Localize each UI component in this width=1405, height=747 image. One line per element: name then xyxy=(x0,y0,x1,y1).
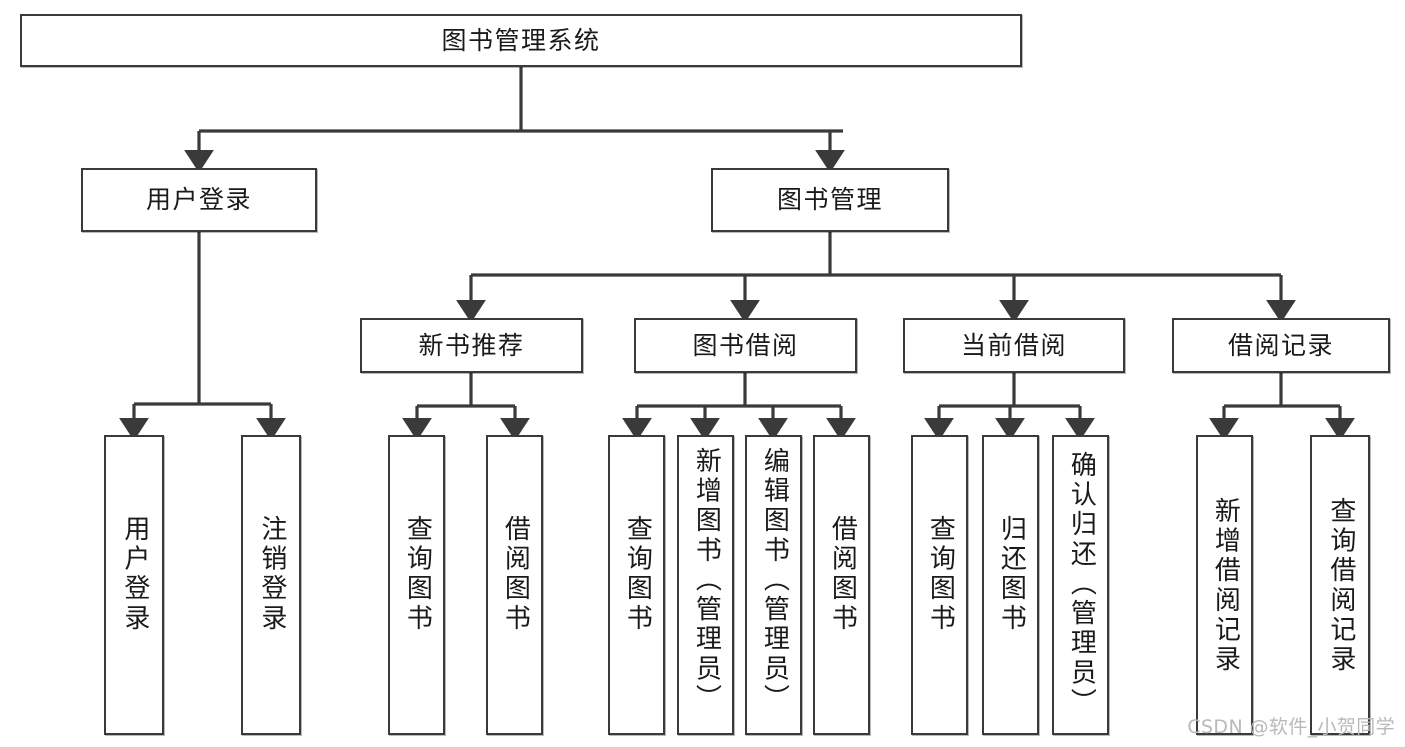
node-book-manage-label: 图书管理 xyxy=(776,185,883,214)
leaf-query-record-label: 查询借阅记录 xyxy=(1325,497,1356,675)
node-user-login[interactable]: 用户登录 xyxy=(81,168,317,232)
leaf-confirm-return-label: 确认归还（管理员） xyxy=(1066,451,1097,718)
node-borrow-record-label: 借阅记录 xyxy=(1227,330,1334,360)
leaf-query-book-3-label: 查询图书 xyxy=(925,515,956,634)
node-new-book-rec-label: 新书推荐 xyxy=(418,330,525,360)
leaf-query-book-1[interactable]: 查询图书 xyxy=(388,435,445,735)
leaf-query-record[interactable]: 查询借阅记录 xyxy=(1310,435,1370,735)
node-book-borrow[interactable]: 图书借阅 xyxy=(634,318,857,373)
leaf-user-login-label: 用户登录 xyxy=(119,515,150,634)
node-book-manage[interactable]: 图书管理 xyxy=(711,168,949,232)
leaf-query-book-1-label: 查询图书 xyxy=(402,515,433,634)
leaf-query-book-3[interactable]: 查询图书 xyxy=(911,435,968,735)
node-current-borrow-label: 当前借阅 xyxy=(960,330,1067,360)
leaf-edit-book-label: 编辑图书（管理员） xyxy=(759,447,790,714)
leaf-return-book-label: 归还图书 xyxy=(996,515,1027,634)
node-user-login-label: 用户登录 xyxy=(145,185,252,214)
leaf-user-login[interactable]: 用户登录 xyxy=(104,435,164,735)
node-root[interactable]: 图书管理系统 xyxy=(20,14,1022,67)
node-root-label: 图书管理系统 xyxy=(441,25,601,55)
node-new-book-rec[interactable]: 新书推荐 xyxy=(360,318,583,373)
leaf-add-record-label: 新增借阅记录 xyxy=(1210,497,1241,675)
node-book-borrow-label: 图书借阅 xyxy=(692,330,799,360)
leaf-borrow-book-1-label: 借阅图书 xyxy=(500,515,531,634)
leaf-user-logout[interactable]: 注销登录 xyxy=(241,435,301,735)
leaf-user-logout-label: 注销登录 xyxy=(256,515,287,634)
leaf-borrow-book-2[interactable]: 借阅图书 xyxy=(813,435,870,735)
leaf-add-book[interactable]: 新增图书（管理员） xyxy=(677,435,734,735)
leaf-add-record[interactable]: 新增借阅记录 xyxy=(1196,435,1253,735)
leaf-add-book-label: 新增图书（管理员） xyxy=(691,447,722,714)
leaf-borrow-book-1[interactable]: 借阅图书 xyxy=(486,435,543,735)
leaf-borrow-book-2-label: 借阅图书 xyxy=(827,515,858,634)
leaf-query-book-2-label: 查询图书 xyxy=(622,515,653,634)
leaf-edit-book[interactable]: 编辑图书（管理员） xyxy=(745,435,802,735)
node-borrow-record[interactable]: 借阅记录 xyxy=(1172,318,1390,373)
leaf-confirm-return[interactable]: 确认归还（管理员） xyxy=(1052,435,1109,735)
leaf-query-book-2[interactable]: 查询图书 xyxy=(608,435,665,735)
csdn-watermark: CSDN @软件_小贺同学 xyxy=(1187,716,1395,738)
leaf-return-book[interactable]: 归还图书 xyxy=(982,435,1039,735)
node-current-borrow[interactable]: 当前借阅 xyxy=(903,318,1125,373)
